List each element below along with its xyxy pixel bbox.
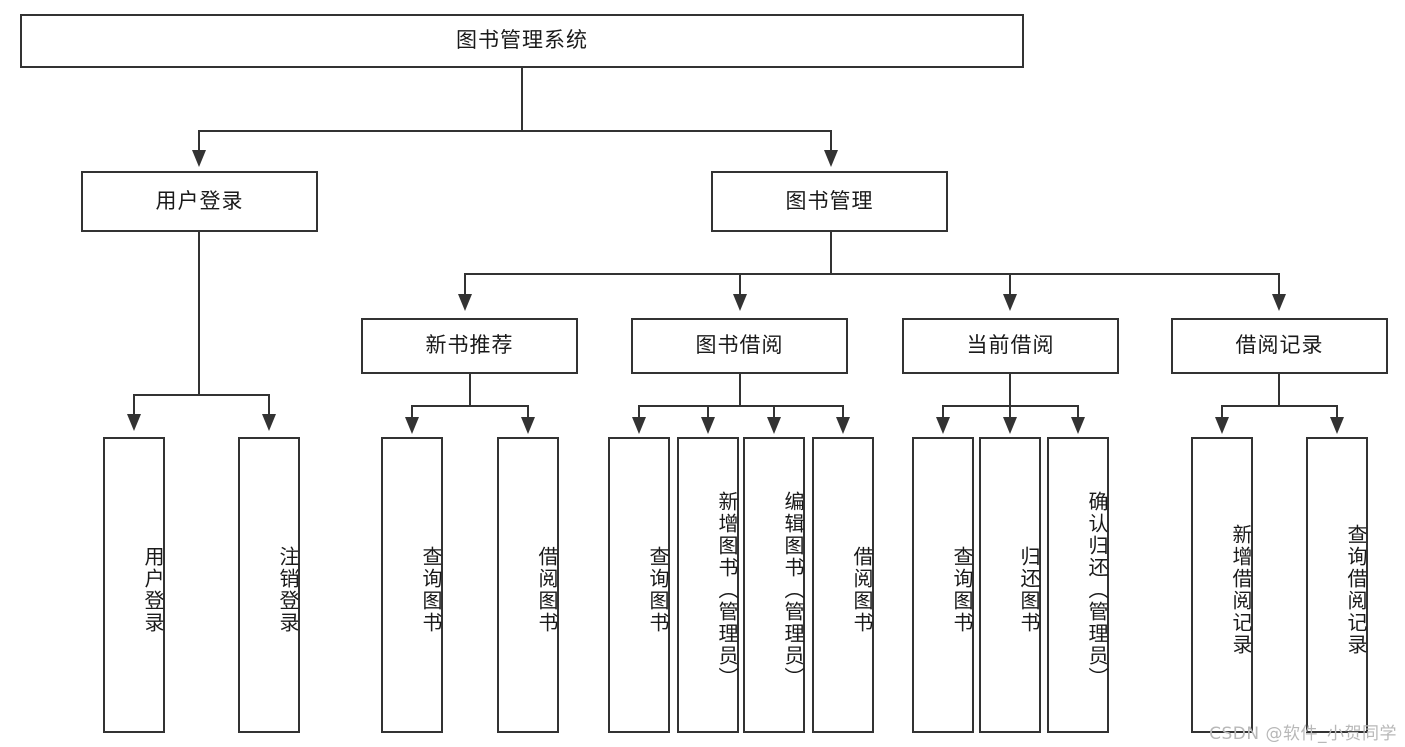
node-user-login[interactable]: 用户登录: [81, 171, 318, 232]
leaf-user-login[interactable]: 用户登录: [103, 437, 165, 733]
node-label: 归还图书: [1017, 546, 1041, 634]
node-label: 借阅记录: [1235, 333, 1324, 358]
leaf-query-book-3[interactable]: 查询图书: [912, 437, 974, 733]
arrowhead-leaf-add-record: [1215, 417, 1229, 434]
arrowhead-leaf-query-book-3: [936, 417, 950, 434]
node-borrow-record[interactable]: 借阅记录: [1171, 318, 1388, 374]
node-label: 用户登录: [141, 546, 165, 634]
connector-bb-drop-1: [638, 405, 640, 419]
csdn-watermark: CSDN @软件_小贺同学: [1209, 724, 1397, 744]
connector-book-borrow-bus: [638, 405, 843, 407]
node-label: 查询图书: [646, 546, 670, 634]
arrowhead-leaf-return-book: [1003, 417, 1017, 434]
arrowhead-leaf-logout-login: [262, 414, 276, 431]
connector-level3-bus: [464, 273, 1278, 275]
arrowhead-leaf-add-book: [701, 417, 715, 434]
node-book-borrow[interactable]: 图书借阅: [631, 318, 848, 374]
connector-new-book-recommend-stem: [469, 374, 471, 406]
connector-cb-drop-2: [1009, 405, 1011, 419]
connector-root-bus: [198, 130, 832, 132]
leaf-borrow-book-1[interactable]: 借阅图书: [497, 437, 559, 733]
connector-root-stem: [521, 68, 523, 131]
connector-borrow-record-stem: [1278, 374, 1280, 406]
leaf-logout-login[interactable]: 注销登录: [238, 437, 300, 733]
connector-bb-drop-2: [707, 405, 709, 419]
node-label: 用户登录: [155, 188, 244, 213]
node-label: 图书管理系统: [456, 28, 588, 53]
node-label: 当前借阅: [966, 333, 1055, 358]
leaf-query-book-2[interactable]: 查询图书: [608, 437, 670, 733]
node-label: 编辑图书（管理员）: [781, 491, 805, 689]
arrowhead-leaf-query-record: [1330, 417, 1344, 434]
arrowhead-leaf-borrow-book-1: [521, 417, 535, 434]
arrowhead-book-management: [824, 150, 838, 167]
arrowhead-leaf-confirm-return: [1071, 417, 1085, 434]
node-label: 查询图书: [950, 546, 974, 634]
arrowhead-leaf-query-book-2: [632, 417, 646, 434]
node-label: 查询图书: [419, 546, 443, 634]
leaf-confirm-return[interactable]: 确认归还（管理员）: [1047, 437, 1109, 733]
connector-nbr-drop-1: [411, 405, 413, 419]
connector-root-to-user-login: [198, 130, 200, 152]
arrowhead-new-book-recommend: [458, 294, 472, 311]
arrowhead-leaf-edit-book: [767, 417, 781, 434]
connector-drop-book-borrow: [739, 273, 741, 296]
connector-user-login-drop-1: [133, 394, 135, 416]
connector-user-login-bus: [133, 394, 270, 396]
connector-borrow-record-bus: [1221, 405, 1338, 407]
connector-br-drop-2: [1336, 405, 1338, 419]
connector-new-book-recommend-bus: [411, 405, 529, 407]
arrowhead-user-login: [192, 150, 206, 167]
connector-user-login-drop-2: [268, 394, 270, 416]
leaf-query-book-1[interactable]: 查询图书: [381, 437, 443, 733]
node-book-management[interactable]: 图书管理: [711, 171, 948, 232]
leaf-edit-book[interactable]: 编辑图书（管理员）: [743, 437, 805, 733]
connector-drop-current-borrow: [1009, 273, 1011, 296]
connector-root-to-book-management: [830, 130, 832, 152]
connector-bb-drop-3: [773, 405, 775, 419]
arrowhead-current-borrow: [1003, 294, 1017, 311]
node-label: 借阅图书: [850, 546, 874, 634]
node-root-book-management-system[interactable]: 图书管理系统: [20, 14, 1024, 68]
connector-book-borrow-stem: [739, 374, 741, 406]
node-label: 图书管理: [785, 188, 874, 213]
leaf-add-book[interactable]: 新增图书（管理员）: [677, 437, 739, 733]
connector-drop-borrow-record: [1278, 273, 1280, 296]
connector-cb-drop-3: [1077, 405, 1079, 419]
leaf-return-book[interactable]: 归还图书: [979, 437, 1041, 733]
leaf-add-record[interactable]: 新增借阅记录: [1191, 437, 1253, 733]
arrowhead-borrow-record: [1272, 294, 1286, 311]
connector-current-borrow-stem: [1009, 374, 1011, 406]
arrowhead-leaf-borrow-book-2: [836, 417, 850, 434]
node-new-book-recommend[interactable]: 新书推荐: [361, 318, 578, 374]
connector-book-management-stem: [830, 232, 832, 274]
node-label: 图书借阅: [695, 333, 784, 358]
node-label: 新书推荐: [425, 333, 514, 358]
node-label: 新增借阅记录: [1229, 524, 1253, 656]
node-label: 借阅图书: [535, 546, 559, 634]
node-label: 新增图书（管理员）: [715, 491, 739, 689]
leaf-query-record[interactable]: 查询借阅记录: [1306, 437, 1368, 733]
connector-cb-drop-1: [942, 405, 944, 419]
arrowhead-leaf-user-login: [127, 414, 141, 431]
connector-user-login-stem: [198, 232, 200, 395]
arrowhead-book-borrow: [733, 294, 747, 311]
connector-nbr-drop-2: [527, 405, 529, 419]
node-label: 确认归还（管理员）: [1085, 491, 1109, 689]
leaf-borrow-book-2[interactable]: 借阅图书: [812, 437, 874, 733]
arrowhead-leaf-query-book-1: [405, 417, 419, 434]
node-label: 查询借阅记录: [1344, 524, 1368, 656]
node-current-borrow[interactable]: 当前借阅: [902, 318, 1119, 374]
node-label: 注销登录: [276, 546, 300, 634]
connector-br-drop-1: [1221, 405, 1223, 419]
connector-drop-new-book-recommend: [464, 273, 466, 296]
connector-bb-drop-4: [842, 405, 844, 419]
